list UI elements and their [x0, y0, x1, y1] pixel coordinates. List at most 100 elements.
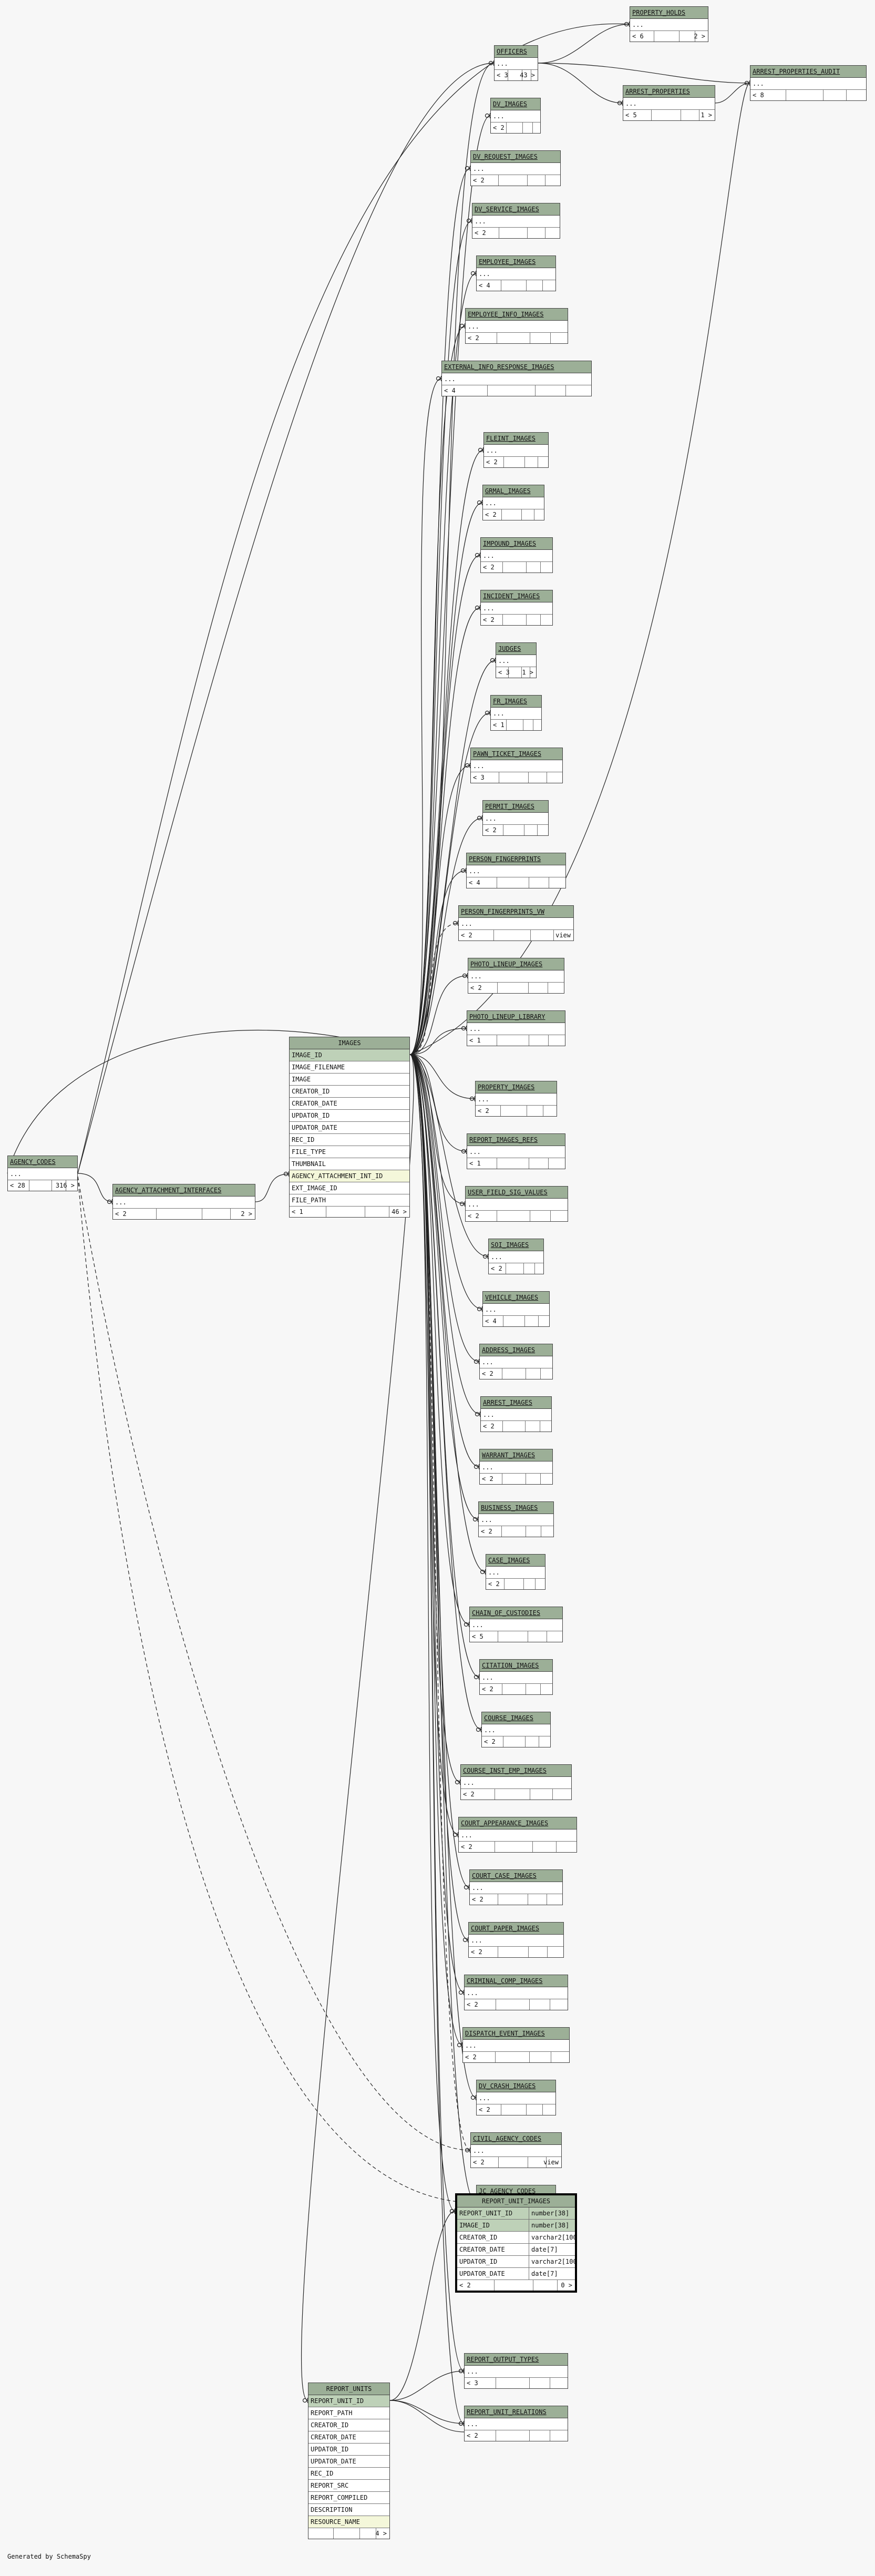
table-incident-images[interactable]: INCIDENT_IMAGES...< 2 [480, 590, 553, 626]
parents-count[interactable]: < 2 [482, 1685, 493, 1693]
column-report-compiled[interactable]: REPORT_COMPILED [308, 2492, 389, 2504]
table-employee-images[interactable]: EMPLOYEE_IMAGES...< 4 [476, 255, 556, 291]
parents-count[interactable]: < 2 [482, 1370, 493, 1377]
parents-count[interactable]: < 2 [486, 458, 498, 466]
table-name[interactable]: COURT_PAPER_IMAGES [469, 1923, 563, 1935]
parents-count[interactable]: < 2 [482, 1475, 493, 1483]
column-image-filename[interactable]: IMAGE_FILENAME [290, 1061, 409, 1074]
table-name[interactable]: CRIMINAL_COMP_IMAGES [465, 1975, 568, 1987]
column-updator-date[interactable]: UPDATOR_DATE [308, 2456, 389, 2468]
column-creator-id[interactable]: CREATOR_ID [308, 2419, 389, 2431]
children-count[interactable]: 1 > [522, 669, 533, 676]
table-fr-images[interactable]: FR_IMAGES...< 1 [490, 695, 542, 731]
table-name[interactable]: JUDGES [496, 643, 536, 655]
table-name[interactable]: PROPERTY_IMAGES [476, 1081, 557, 1093]
table-user-field-sig-values[interactable]: USER_FIELD_SIG_VALUES...< 2 [465, 1186, 568, 1222]
parents-count[interactable]: < 3 [497, 71, 508, 79]
table-chain-of-custodies[interactable]: CHAIN_OF_CUSTODIES...< 5 [469, 1607, 563, 1642]
table-name[interactable]: CITATION_IMAGES [480, 1660, 552, 1672]
table-name[interactable]: ADDRESS_IMAGES [480, 1344, 552, 1356]
parents-count[interactable]: < 2 [478, 1107, 489, 1115]
column-updator-date[interactable]: UPDATOR_DATE [290, 1122, 409, 1134]
table-name[interactable]: IMPOUND_IMAGES [481, 538, 552, 550]
table-name[interactable]: CASE_IMAGES [486, 1555, 545, 1567]
parents-count[interactable]: < 2 [481, 1528, 492, 1535]
table-name[interactable]: AGENCY_ATTACHMENT_INTERFACES [113, 1184, 255, 1197]
table-course-images[interactable]: COURSE_IMAGES...< 2 [481, 1712, 551, 1747]
table-name[interactable]: COURSE_IMAGES [482, 1712, 550, 1724]
table-external-info-response-images[interactable]: EXTERNAL_INFO_RESPONSE_IMAGES...< 4 [441, 361, 592, 396]
column-description[interactable]: DESCRIPTION [308, 2504, 389, 2516]
column-rec-id[interactable]: REC_ID [308, 2468, 389, 2480]
table-employee-info-images[interactable]: EMPLOYEE_INFO_IMAGES...< 2 [465, 308, 568, 344]
table-name[interactable]: REPORT_IMAGES_REFS [467, 1134, 565, 1146]
table-name[interactable]: BUSINESS_IMAGES [479, 1502, 553, 1514]
parents-count[interactable]: < 2 [463, 1791, 475, 1798]
table-photo-lineup-library[interactable]: PHOTO_LINEUP_LIBRARY...< 1 [467, 1010, 565, 1046]
parents-count[interactable]: < 2 [485, 511, 497, 518]
column-agency-attachment-int-id[interactable]: AGENCY_ATTACHMENT_INT_ID [290, 1170, 409, 1182]
parents-count[interactable]: < 2 [483, 564, 495, 571]
parents-count[interactable]: < 2 [461, 932, 472, 939]
parents-count[interactable]: < 1 [493, 721, 505, 729]
parents-count[interactable]: < 4 [469, 879, 480, 886]
children-count[interactable]: 46 > [392, 1208, 407, 1215]
table-name[interactable]: PERMIT_IMAGES [483, 801, 548, 813]
table-pawn-ticket-images[interactable]: PAWN_TICKET_IMAGES...< 3 [470, 748, 563, 783]
column-image[interactable]: IMAGE [290, 1074, 409, 1086]
table-court-paper-images[interactable]: COURT_PAPER_IMAGES...< 2 [468, 1922, 564, 1958]
parents-count[interactable]: < 2 [467, 2001, 478, 2008]
table-name[interactable]: DV_SERVICE_IMAGES [472, 203, 560, 216]
table-name[interactable]: CHAIN_OF_CUSTODIES [470, 1607, 562, 1619]
table-name[interactable]: PHOTO_LINEUP_LIBRARY [467, 1011, 565, 1023]
table-name[interactable]: ARREST_IMAGES [481, 1397, 551, 1409]
table-dispatch-event-images[interactable]: DISPATCH_EVENT_IMAGES...< 2 [462, 2027, 570, 2063]
parents-count[interactable]: < 2 [467, 2432, 478, 2439]
table-court-appearance-images[interactable]: COURT_APPEARANCE_IMAGES...< 2 [458, 1817, 577, 1853]
table-name[interactable]: EMPLOYEE_INFO_IMAGES [466, 309, 568, 321]
column-rec-id[interactable]: REC_ID [290, 1134, 409, 1146]
column-file-type[interactable]: FILE_TYPE [290, 1146, 409, 1158]
column-thumbnail[interactable]: THUMBNAIL [290, 1158, 409, 1170]
table-name[interactable]: COURT_APPEARANCE_IMAGES [459, 1817, 577, 1829]
table-name[interactable]: CIVIL_AGENCY_CODES [471, 2133, 561, 2145]
table-name[interactable]: DV_IMAGES [491, 98, 540, 110]
column-report-unit-id[interactable]: REPORT_UNIT_ID [308, 2395, 389, 2407]
table-report-images-refs[interactable]: REPORT_IMAGES_REFS...< 1 [467, 1133, 565, 1169]
parents-count[interactable]: < 2 [484, 1738, 496, 1745]
parents-count[interactable]: < 2 [483, 1423, 495, 1430]
column-updator-id[interactable]: UPDATOR_ID [290, 1110, 409, 1122]
parents-count[interactable]: < 2 [483, 616, 495, 623]
table-name[interactable]: PERSON_FINGERPRINTS_VW [459, 906, 573, 918]
table-name[interactable]: COURT_CASE_IMAGES [470, 1870, 562, 1882]
column-creator-date[interactable]: CREATOR_DATE [308, 2431, 389, 2444]
table-permit-images[interactable]: PERMIT_IMAGES...< 2 [482, 800, 549, 836]
table-name[interactable]: OFFICERS [495, 46, 538, 58]
children-count[interactable]: 316 > [55, 1182, 75, 1189]
table-name[interactable]: ARREST_PROPERTIES_AUDIT [750, 66, 866, 78]
parents-count[interactable]: < 2 [473, 2159, 485, 2166]
table-name[interactable]: EMPLOYEE_IMAGES [477, 256, 555, 268]
table-impound-images[interactable]: IMPOUND_IMAGES...< 2 [480, 537, 553, 573]
column-resource-name[interactable]: RESOURCE_NAME [308, 2516, 389, 2528]
parents-count[interactable]: < 8 [753, 91, 764, 99]
table-person-fingerprints[interactable]: PERSON_FINGERPRINTS...< 4 [466, 853, 566, 888]
column-report-path[interactable]: REPORT_PATH [308, 2407, 389, 2419]
table-name[interactable]: SOI_IMAGES [489, 1239, 543, 1251]
column-image-id[interactable]: IMAGE_ID [290, 1049, 409, 1061]
table-case-images[interactable]: CASE_IMAGES...< 2 [486, 1554, 545, 1590]
